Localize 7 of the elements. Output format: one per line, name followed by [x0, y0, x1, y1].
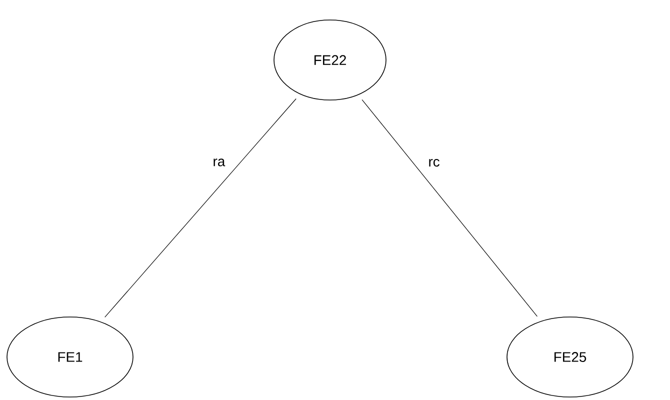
ellipse-node: FE25 [506, 316, 634, 398]
ellipse-node: FE1 [6, 316, 134, 398]
connector-line [362, 99, 538, 317]
connector-line [104, 98, 296, 318]
ellipse-node: FE22 [274, 20, 386, 100]
edge-label: ra [214, 158, 226, 166]
edge-label: rc [429, 158, 440, 167]
